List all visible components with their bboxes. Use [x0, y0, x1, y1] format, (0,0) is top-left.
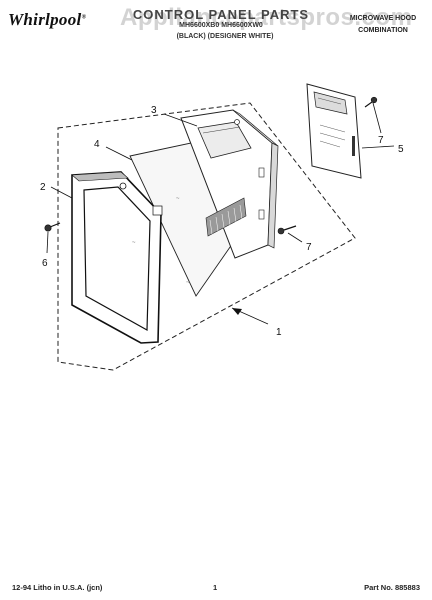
housing-side-right — [267, 142, 279, 249]
housing-tab-upper — [258, 167, 265, 178]
front-frame-inner — [83, 186, 151, 332]
window-edge — [202, 126, 241, 134]
housing-screw-hole — [234, 119, 240, 125]
front-frame-top-edge — [71, 171, 129, 182]
color-codes: (BLACK) (DESIGNER WHITE) — [176, 33, 274, 40]
housing-display-window — [197, 121, 252, 159]
callout-1: 1 — [276, 327, 282, 338]
part-number: Part No. 885883 — [364, 583, 420, 592]
brand-logo: Whirlpool® — [8, 10, 87, 29]
callout-2: 2 — [40, 182, 46, 193]
callout-5: 5 — [398, 144, 404, 155]
board-connector — [352, 136, 355, 156]
part-screw-7-lower — [277, 225, 297, 235]
callout-7-upper: 7 — [378, 135, 384, 146]
board-display — [313, 91, 348, 115]
assembly-outline — [57, 102, 356, 371]
page-number: 1 — [213, 583, 218, 592]
panel-mark: ~ — [186, 280, 190, 286]
watermark: Appliancepartspros.com — [120, 4, 413, 31]
board-display-line — [317, 97, 342, 105]
product-type: MICROWAVE HOOD COMBINATION — [340, 13, 426, 37]
product-type-line1: MICROWAVE HOOD — [349, 15, 417, 22]
frame-clip — [152, 205, 163, 216]
page-title: CONTROL PANEL PARTS — [132, 7, 310, 22]
product-type-line2: COMBINATION — [358, 27, 408, 34]
model-numbers: MH6600XB0 MH6600XW0 — [179, 22, 263, 29]
part-screw-7-upper — [364, 96, 378, 108]
callout-6: 6 — [42, 258, 48, 269]
part-screw-6 — [44, 222, 61, 232]
housing-ribbon — [205, 197, 247, 237]
callout-7-lower: 7 — [306, 242, 312, 253]
callout-4: 4 — [94, 139, 100, 150]
ribbon-stripes — [209, 204, 243, 235]
housing-tab-lower — [258, 209, 265, 220]
litho-note: 12-94 Litho in U.S.A. (jcn) — [12, 583, 103, 592]
callout-1-arrow — [232, 308, 242, 315]
board-traces — [319, 124, 346, 148]
frame-screw-hole — [119, 182, 127, 190]
frame-mark: ~ — [132, 240, 136, 246]
membrane-mark: ~ — [176, 196, 180, 202]
callout-3: 3 — [151, 105, 157, 116]
